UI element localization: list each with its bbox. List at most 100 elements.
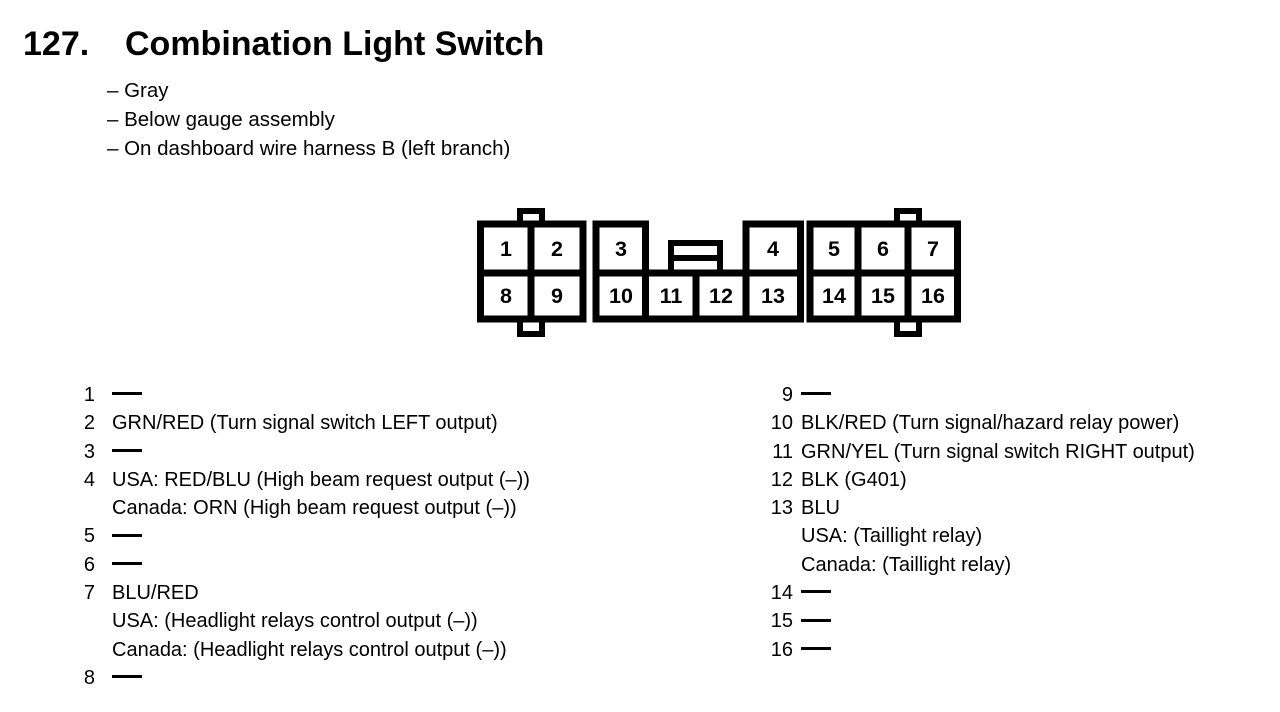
cavity-label-8: 8 [500,284,512,308]
pin-row: 9 [768,381,1195,409]
pin-cavity-16 [904,269,961,323]
pin-description-line: GRN/YEL (Turn signal switch RIGHT output… [801,440,1195,463]
no-connection-dash [112,675,142,679]
cavity-label-1: 1 [500,237,512,261]
pin-description-line: GRN/RED (Turn signal switch LEFT output) [112,412,498,435]
no-connection-dash [112,392,142,396]
pin-row: 3 [70,438,530,466]
note-harness: – On dashboard wire harness B (left bran… [107,137,511,160]
section-number: 127. [23,25,90,63]
pin-description [112,551,142,579]
pin-description-line: Canada: (Taillight relay) [801,553,1012,576]
cavity-label-16: 16 [921,284,945,308]
no-connection-dash [801,590,831,594]
pin-description: GRN/RED (Turn signal switch LEFT output) [112,409,498,437]
pin-description: USA: RED/BLU (High beam request output (… [112,466,530,523]
cavity-label-10: 10 [609,284,633,308]
pin-row: 12 BLK (G401) [768,466,1195,494]
pin-row: 5 [70,522,530,550]
no-connection-dash [112,562,142,565]
pin-description: GRN/YEL (Turn signal switch RIGHT output… [801,438,1195,466]
pin-number: 8 [83,666,95,689]
cavity-label-6: 6 [877,237,889,261]
cavity-label-2: 2 [551,237,563,261]
no-connection-dash [112,448,142,452]
pin-description [801,381,831,409]
pin-description-line: Canada: ORN (High beam request output (–… [112,497,517,520]
pin-description-line: BLU [801,497,840,520]
pin-row: 6 [70,551,530,579]
pin-row: 13 BLU USA: (Taillight relay) Canada: (Tail… [768,494,1195,579]
pin-number: 9 [781,384,793,406]
pin-cavity-10 [592,269,649,323]
pin-description [112,664,142,692]
pin-number: 15 [770,610,793,633]
connector-tab-bottom-left [517,319,545,337]
cavity-label-14: 14 [822,284,846,308]
no-connection-dash [801,618,831,622]
pin-number: 3 [83,440,95,463]
pin-description [112,438,142,466]
cavity-label-7: 7 [927,237,939,261]
pin-row: 2 GRN/RED (Turn signal switch LEFT output… [70,409,530,437]
pin-description [112,381,142,409]
pin-description: BLK (G401) [801,466,907,494]
pin-cavity-8 [477,269,535,323]
cavity-label-12: 12 [709,284,733,308]
pin-row: 14 [768,579,1195,607]
pin-row: 1 [70,381,530,409]
pin-row: 16 [768,636,1195,664]
pin-description [801,636,831,664]
pin-number: 5 [83,525,95,548]
no-connection-dash [112,533,142,537]
note-color: – Gray [107,79,169,102]
connector-diagram: 1 2 3 4 5 6 7 8 9 10 11 12 13 14 15 16 [477,208,961,337]
pin-number: 12 [770,468,793,491]
pin-number: 1 [83,384,95,406]
pin-row: 11 GRN/YEL (Turn signal switch RIGHT outp… [768,438,1195,466]
cavity-label-15: 15 [871,284,895,308]
pin-description-line: USA: (Taillight relay) [801,525,983,548]
cavity-label-3: 3 [615,237,627,261]
pin-description-line: Canada: (Headlight relays control output… [112,638,507,661]
connector-tab-bottom-right [894,319,922,337]
pinout-list-left: 1 2 GRN/RED (Turn signal switch LEFT outpu… [70,381,530,692]
pin-description-line: BLU/RED [112,582,199,605]
pin-cavity-13 [742,269,804,323]
pin-number: 7 [83,582,95,605]
connector-tab-top-left [517,208,545,224]
pin-number: 2 [83,412,95,435]
no-connection-dash [801,646,831,650]
pin-row: 15 [768,607,1195,635]
pin-description [112,522,142,550]
pin-number: 4 [83,468,95,491]
connector-notes: – Gray – Below gauge assembly – On dashb… [107,76,510,163]
pin-number: 16 [770,638,793,661]
cavity-label-13: 13 [761,284,785,308]
section-heading: 127. Combination Light Switch [23,24,544,64]
pin-cavity-9 [527,269,587,323]
cavity-label-5: 5 [828,237,840,261]
pin-number: 13 [770,497,793,520]
cavity-label-4: 4 [767,237,779,261]
pin-number: 6 [83,553,95,576]
note-location: – Below gauge assembly [107,108,335,131]
pin-description [801,607,831,635]
pin-description: BLU USA: (Taillight relay) Canada: (Tailli… [801,494,1011,579]
page-title: Combination Light Switch [125,25,545,63]
cavity-label-9: 9 [551,284,563,308]
connector-tab-top-right [894,208,922,224]
pin-description-line: BLK (G401) [801,468,907,491]
pin-description-line: BLK/RED (Turn signal/hazard relay power) [801,412,1180,435]
pin-number: 14 [770,582,793,605]
pin-row: 8 [70,664,530,692]
cavity-label-11: 11 [660,284,683,308]
pin-number: 11 [772,440,793,463]
no-connection-dash [801,392,831,396]
pin-row: 4 USA: RED/BLU (High beam request output … [70,466,530,523]
pin-cavity-4 [742,220,804,277]
